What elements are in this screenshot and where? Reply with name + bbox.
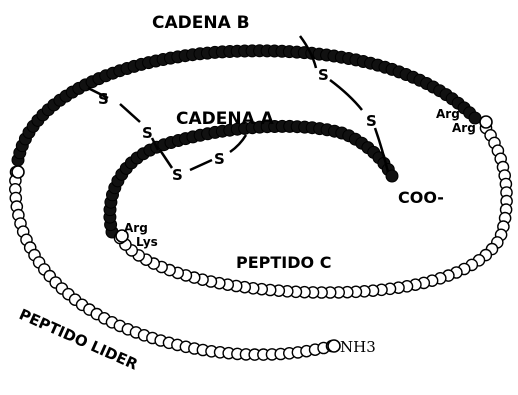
terminal-residue-marker bbox=[11, 165, 25, 179]
disulfide-bonds bbox=[87, 35, 390, 173]
residue-chains bbox=[9, 44, 513, 361]
disulfide-bond-1c bbox=[150, 137, 160, 151]
arg-label-right-2: Arg bbox=[452, 121, 476, 135]
arg-label-left: Arg bbox=[124, 221, 148, 235]
sulfur-label-5: S bbox=[318, 66, 329, 84]
a-chain-residue bbox=[385, 169, 399, 183]
cadena-a-label: CADENA A bbox=[176, 109, 275, 129]
terminal-residue-marker bbox=[479, 115, 493, 129]
sulfur-label-2: S bbox=[142, 124, 153, 142]
peptido-lider-label: PEPTIDO LIDER bbox=[16, 305, 141, 374]
sulfur-label-6: S bbox=[366, 112, 377, 130]
disulfide-bond-2b bbox=[189, 158, 213, 172]
disulfide-bond-3b bbox=[329, 79, 363, 111]
cooh-terminus-label: COO- bbox=[398, 188, 444, 207]
terminal-residue-marker bbox=[115, 229, 129, 243]
arg-label-right-1: Arg bbox=[436, 107, 460, 121]
disulfide-bond-1 bbox=[87, 86, 109, 100]
disulfide-bond-3 bbox=[298, 35, 318, 69]
terminal-residue-marker bbox=[327, 339, 341, 353]
peptido-c-label: PEPTIDO C bbox=[236, 253, 331, 272]
disulfide-bond-3c bbox=[373, 127, 390, 173]
disulfide-bond-2c bbox=[229, 134, 248, 154]
disulfide-bond-2 bbox=[158, 149, 174, 169]
sulfur-label-4: S bbox=[214, 150, 225, 168]
sulfur-label-3: S bbox=[172, 166, 183, 184]
lys-label-left: Lys bbox=[136, 235, 158, 249]
sulfur-label-1: S bbox=[98, 90, 109, 108]
nh3-terminus-label: NH3 bbox=[340, 338, 376, 356]
cadena-b-label: CADENA B bbox=[152, 13, 250, 33]
disulfide-bond-1b bbox=[119, 103, 141, 123]
